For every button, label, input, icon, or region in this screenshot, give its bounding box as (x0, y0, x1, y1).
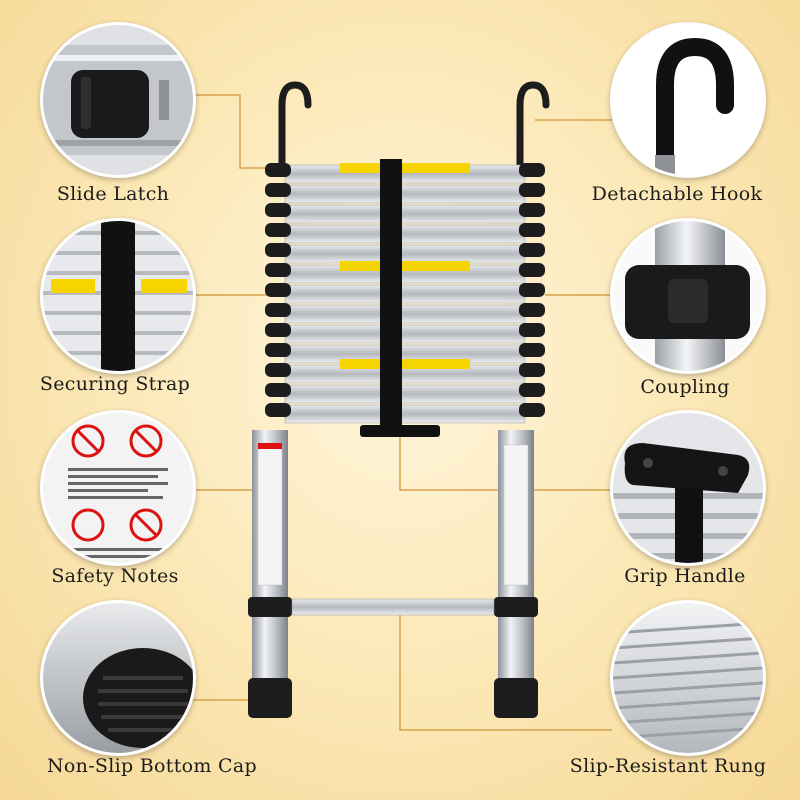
slip-resistant-rung-detail (610, 600, 766, 756)
strap-icon (101, 221, 135, 371)
strap (380, 159, 402, 429)
label-non-slip-bottom-cap: Non-Slip Bottom Cap (47, 755, 257, 777)
label-slide-latch: Slide Latch (56, 183, 170, 205)
label-coupling: Coupling (640, 376, 730, 398)
right-hook-icon (516, 81, 550, 169)
left-bottom-cap (248, 678, 292, 718)
rung-ridges-icon (613, 621, 763, 740)
label-safety-notes: Safety Notes (51, 565, 179, 587)
slide-latch-detail (40, 22, 196, 178)
label-grip-handle: Grip Handle (624, 565, 746, 587)
label-securing-strap: Securing Strap (39, 373, 191, 395)
detachable-hook-detail (610, 22, 766, 178)
left-hook-icon (278, 81, 312, 169)
securing-strap-detail (40, 218, 196, 374)
coupling-detail (610, 218, 766, 374)
safety-notes-detail (40, 410, 196, 566)
hook-icon (656, 37, 734, 175)
right-bottom-cap (494, 678, 538, 718)
handle-icon (624, 443, 750, 493)
label-detachable-hook: Detachable Hook (591, 183, 763, 205)
bottom-cap-detail (40, 600, 196, 756)
grip-handle-detail (610, 410, 766, 566)
label-slip-resistant-rung: Slip-Resistant Rung (569, 755, 767, 777)
telescopic-ladder (248, 81, 550, 718)
stacked-rungs (284, 164, 526, 424)
cap-icon (83, 648, 193, 748)
grip-handle-icon (360, 425, 440, 437)
